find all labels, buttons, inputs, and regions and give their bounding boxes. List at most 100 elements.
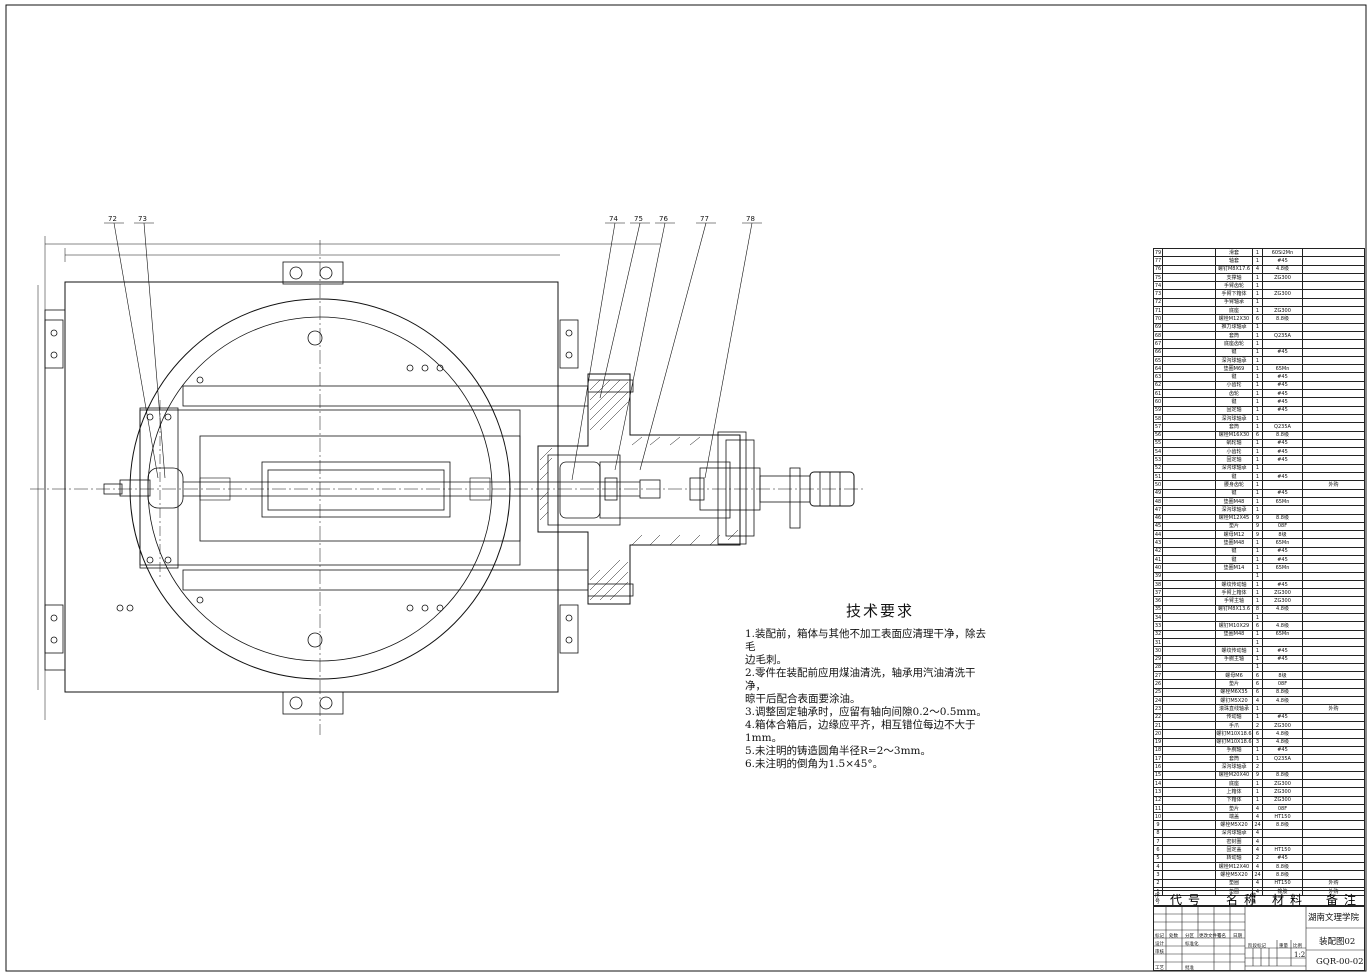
bom-mat: #45 — [1262, 256, 1303, 266]
bom-mat: 65Mn — [1262, 364, 1303, 374]
bom-code — [1162, 480, 1216, 490]
bom-no: 6 — [1153, 845, 1163, 855]
bom-no: 54 — [1153, 447, 1163, 457]
bom-mat: #45 — [1262, 579, 1303, 590]
bom-mat: Q235A — [1262, 330, 1303, 341]
bom-no: 14 — [1153, 778, 1163, 789]
bom-code — [1162, 314, 1216, 324]
bom-name: 键 — [1215, 546, 1253, 557]
bom-qty: 6 — [1252, 671, 1263, 681]
bom-name: 手臂上箱体 — [1215, 588, 1253, 598]
bom-header-qty: 数量 — [1251, 893, 1257, 905]
bom-qty: 4 — [1252, 828, 1263, 839]
bom-note — [1302, 530, 1365, 540]
bom-mat — [1262, 297, 1303, 308]
bom-code — [1162, 787, 1216, 797]
bom-mat — [1262, 463, 1303, 474]
bom-mat: #45 — [1262, 712, 1303, 722]
bom-no: 77 — [1153, 256, 1163, 266]
bom-mat: 65Mn — [1262, 563, 1303, 573]
bom-qty: 1 — [1252, 389, 1263, 399]
bom-mat: 8.8级 — [1262, 513, 1303, 523]
bom-qty: 1 — [1252, 787, 1263, 797]
bom-name: 螺栓M20X40 — [1215, 770, 1253, 781]
bom-no: 65 — [1153, 355, 1163, 366]
bom-name: 底座 — [1215, 778, 1253, 789]
bom-qty: 1 — [1252, 372, 1263, 382]
bom-no: 45 — [1153, 521, 1163, 532]
bom-name: 键 — [1215, 488, 1253, 498]
bom-mat — [1262, 413, 1303, 424]
bom-name: 小齿轮 — [1215, 447, 1253, 457]
bom-no: 38 — [1153, 579, 1163, 590]
bom-name: 滑套 — [1215, 247, 1253, 258]
bom-note — [1302, 322, 1365, 332]
bom-code — [1162, 256, 1216, 266]
bom-no: 10 — [1153, 812, 1163, 822]
bom-qty: 8 — [1252, 604, 1263, 615]
bom-note — [1302, 737, 1365, 747]
bom-qty: 1 — [1252, 347, 1263, 357]
bom-note — [1302, 430, 1365, 440]
bom-qty: 6 — [1252, 621, 1263, 631]
bom-qty: 4 — [1252, 696, 1263, 706]
bom-qty: 1 — [1252, 380, 1263, 391]
bom-qty: 1 — [1252, 306, 1263, 316]
bom-qty: 1 — [1252, 563, 1263, 573]
bom-code — [1162, 696, 1216, 706]
bom-qty: 1 — [1252, 256, 1263, 266]
bom-no: 11 — [1153, 803, 1163, 814]
bom-code — [1162, 330, 1216, 341]
bom-name: 手爪 — [1215, 720, 1253, 731]
bom-name: 固定轴 — [1215, 455, 1253, 465]
bom-no: 59 — [1153, 405, 1163, 415]
label-check: 审核 — [1155, 950, 1164, 955]
bom-no: 64 — [1153, 364, 1163, 374]
bom-qty: 1 — [1252, 538, 1263, 548]
bom-mat — [1262, 662, 1303, 673]
bom-code — [1162, 364, 1216, 374]
bom-note — [1302, 306, 1365, 316]
bom-mat: #45 — [1262, 438, 1303, 449]
balloon-72: 72 — [108, 215, 117, 223]
bom-code — [1162, 488, 1216, 498]
bom-mat: #45 — [1262, 405, 1303, 415]
bom-code — [1162, 397, 1216, 407]
bom-code — [1162, 389, 1216, 399]
bom-note — [1302, 654, 1365, 664]
bom-qty: 24 — [1252, 870, 1263, 880]
balloon-74: 74 — [609, 215, 618, 223]
bom-header-code: 代号 — [1170, 893, 1207, 907]
bom-no: 42 — [1153, 546, 1163, 557]
bom-note — [1302, 247, 1365, 258]
bom-name: 传动轴 — [1215, 712, 1253, 722]
bom-code — [1162, 637, 1216, 648]
bom-qty: 1 — [1252, 272, 1263, 283]
bom-code — [1162, 737, 1216, 747]
bom-note — [1302, 521, 1365, 532]
bom-name: 垫片 — [1215, 521, 1253, 532]
bom-qty: 9 — [1252, 770, 1263, 781]
bom-code — [1162, 853, 1216, 863]
bom-name: 手腕主轴 — [1215, 654, 1253, 664]
bom-name: 螺纹传动轴 — [1215, 646, 1253, 656]
bom-code — [1162, 339, 1216, 349]
bom-qty: 1 — [1252, 297, 1263, 308]
bom-qty: 1 — [1252, 405, 1263, 415]
bom-note — [1302, 389, 1365, 399]
bom-qty: 4 — [1252, 837, 1263, 847]
bom-code — [1162, 347, 1216, 357]
bom-mat: HT150 — [1262, 845, 1303, 855]
bom-code — [1162, 803, 1216, 814]
